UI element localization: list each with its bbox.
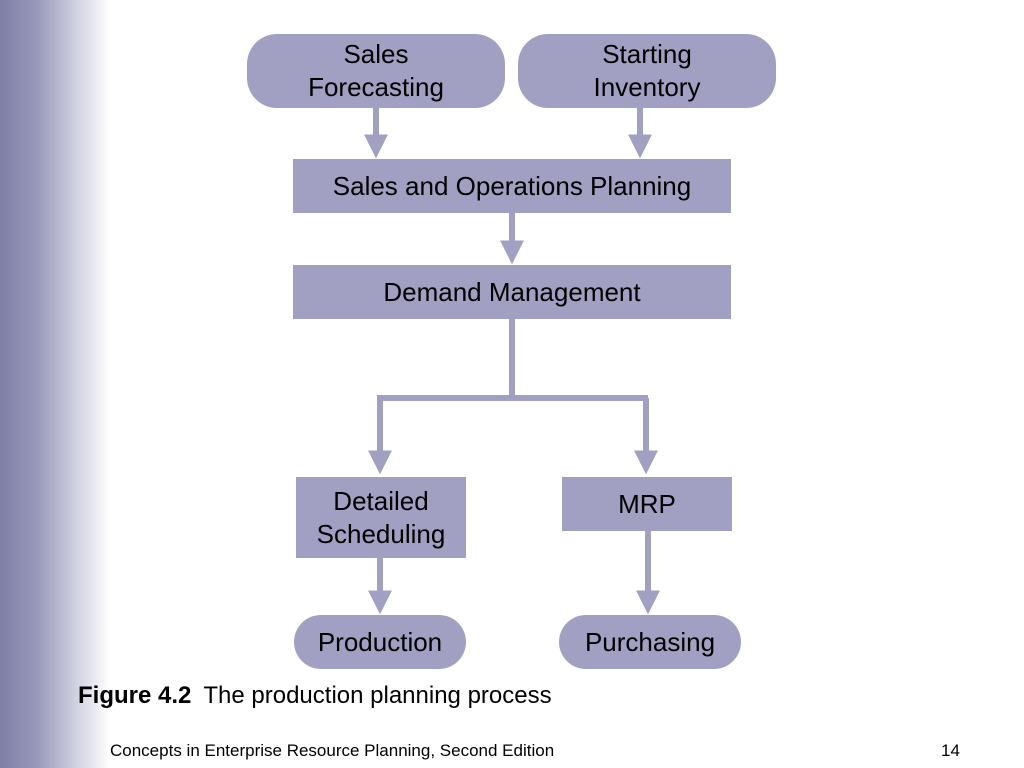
node-mrp-label: MRP (618, 488, 676, 519)
decorative-sidebar (0, 0, 110, 768)
node-sales-forecasting: Sales Forecasting (247, 34, 505, 108)
node-sales-operations-planning: Sales and Operations Planning (293, 159, 731, 213)
node-detailed-scheduling-label: Detailed Scheduling (316, 485, 446, 549)
node-production: Production (294, 615, 466, 669)
page-number: 14 (941, 741, 960, 760)
node-sales-forecasting-label: Sales Forecasting (308, 39, 444, 102)
node-production-label: Production (317, 626, 443, 657)
node-starting-inventory-label: Starting Inventory (593, 39, 701, 102)
node-detailed-scheduling: Detailed Scheduling (296, 477, 466, 558)
figure-number: Figure 4.2 (78, 682, 192, 709)
node-mrp: MRP (562, 477, 732, 531)
footer-book-title: Concepts in Enterprise Resource Planning… (110, 741, 555, 760)
node-purchasing-label: Purchasing (584, 626, 716, 657)
node-starting-inventory: Starting Inventory (518, 34, 776, 108)
figure-caption-text: The production planning process (203, 682, 552, 709)
node-purchasing: Purchasing (559, 615, 741, 669)
figure-caption: Figure 4.2 The production planning proces… (78, 682, 552, 710)
node-demand-management: Demand Management (293, 265, 731, 319)
node-sop-label: Sales and Operations Planning (332, 170, 692, 201)
node-demand-management-label: Demand Management (383, 276, 641, 307)
